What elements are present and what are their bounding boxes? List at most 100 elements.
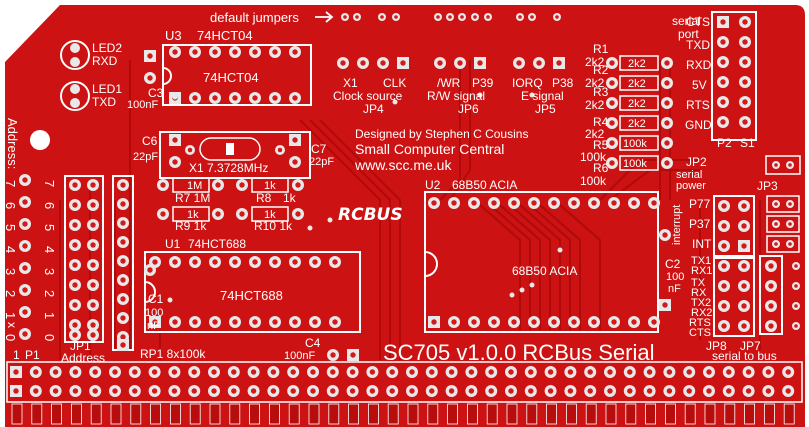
addr-bit-3: 3 — [3, 268, 18, 275]
pad-hole — [92, 369, 98, 375]
resistor-outline — [619, 135, 659, 151]
edge-finger — [447, 403, 459, 425]
pad-hole — [277, 147, 283, 153]
pad-hole — [90, 302, 96, 308]
r5-value: 100k — [580, 150, 607, 164]
rcbus-logo: RCBUS — [338, 205, 403, 225]
pad-hole — [171, 388, 178, 394]
p1-ref: P1 — [25, 348, 40, 362]
pad-hole — [742, 19, 748, 25]
r8-value: 1k — [283, 191, 297, 205]
pad-hole — [651, 200, 657, 206]
pad-hole — [72, 369, 79, 375]
board-title: SC705 v1.0.0 RCBus Serial — [383, 340, 654, 365]
jp1-label: JP1 — [70, 339, 91, 353]
serial-pin-gnd: GND — [685, 118, 712, 132]
pad-hole — [310, 388, 316, 394]
pad-hole — [587, 369, 593, 375]
pad-hole — [52, 369, 59, 375]
pad-hole — [531, 319, 537, 325]
pad-hole — [310, 369, 316, 375]
jp7-outline — [759, 255, 783, 335]
pad-hole — [664, 60, 670, 66]
r1-box-label: 2k2 — [628, 58, 646, 70]
r9-label: R9 1k — [175, 219, 207, 233]
e-signal-label: E signal — [521, 89, 564, 103]
c1-value-2: nF — [147, 320, 160, 332]
pad-hole — [448, 369, 455, 375]
pad-hole — [187, 147, 193, 153]
pad-hole — [477, 60, 483, 66]
c3-ref: C3 — [148, 86, 164, 100]
pad-hole — [429, 369, 435, 375]
edge-finger — [130, 403, 142, 425]
pad-hole — [460, 15, 464, 19]
pad-hole — [349, 388, 356, 394]
r9-outline — [172, 206, 210, 222]
rxd-label: RXD — [92, 54, 118, 68]
addr-x-label: x — [5, 322, 19, 328]
r2-value: 2k2 — [585, 76, 605, 90]
edge-finger — [31, 403, 43, 425]
serial-pin-cts: CTS — [686, 15, 710, 29]
pad-hole — [429, 388, 435, 394]
jp6-label: JP6 — [458, 102, 479, 116]
serial-port-outline — [711, 11, 757, 141]
edge-finger — [625, 403, 637, 425]
edge-finger — [466, 403, 478, 425]
pad-hole — [518, 15, 522, 19]
c1-value-1: 100 — [145, 307, 163, 319]
serial-port-title-2: port — [678, 27, 699, 41]
edge-finger — [90, 403, 102, 425]
edge-finger — [645, 403, 656, 425]
pad-hole — [571, 319, 577, 325]
u2-body: 68B50 ACIA — [512, 264, 577, 278]
r8-box-label: 1k — [264, 180, 276, 192]
pad-hole — [90, 182, 96, 188]
pad-hole — [551, 319, 557, 325]
pad-hole — [400, 60, 406, 66]
right-resistor-box-labels: 2k2 2k2 2k2 2k2 100k 100k — [623, 58, 647, 170]
via — [557, 247, 563, 253]
jumper-p38-label: P38 — [552, 76, 574, 90]
pad-hole — [720, 39, 726, 45]
pad-hole — [343, 15, 347, 19]
r7-box-label: 1M — [187, 180, 202, 192]
pad-hole — [231, 388, 237, 394]
pad-hole — [531, 200, 537, 206]
pad-hole — [340, 60, 346, 66]
pad-hole — [330, 388, 336, 394]
pad-hole — [360, 60, 366, 66]
edge-finger — [249, 403, 261, 425]
jp3-default-outline — [766, 235, 800, 253]
pad-hole — [389, 369, 395, 375]
pad-hole — [272, 95, 278, 101]
pad-hole — [22, 331, 28, 337]
pad-hole — [22, 243, 28, 249]
arrow-icon — [315, 11, 334, 23]
pad-hole — [22, 265, 28, 271]
pad-hole — [765, 369, 772, 375]
pad-hole — [120, 220, 126, 226]
pad-hole — [794, 324, 798, 328]
jp1-address-label: Address — [61, 351, 105, 365]
pad-hole — [516, 60, 522, 66]
pads — [6, 13, 803, 403]
pad-hole — [72, 332, 78, 338]
addr2-bit-5: 5 — [42, 224, 57, 231]
pad-hole — [239, 211, 245, 217]
pad-hole — [742, 99, 748, 105]
c2-ref: C2 — [665, 257, 681, 271]
addr-bit-5: 5 — [3, 224, 18, 231]
pad-hole — [745, 369, 752, 375]
pad-hole — [721, 283, 727, 289]
pad-hole — [720, 99, 726, 105]
pad-hole — [350, 352, 356, 358]
edge-finger — [724, 403, 736, 425]
c6-value: 22pF — [133, 151, 158, 163]
rx-label: RX — [691, 287, 707, 299]
addr-bit-1: 1 — [3, 312, 18, 319]
pad-hole — [571, 200, 577, 206]
pad-hole — [662, 232, 668, 238]
edge-finger — [526, 403, 538, 425]
